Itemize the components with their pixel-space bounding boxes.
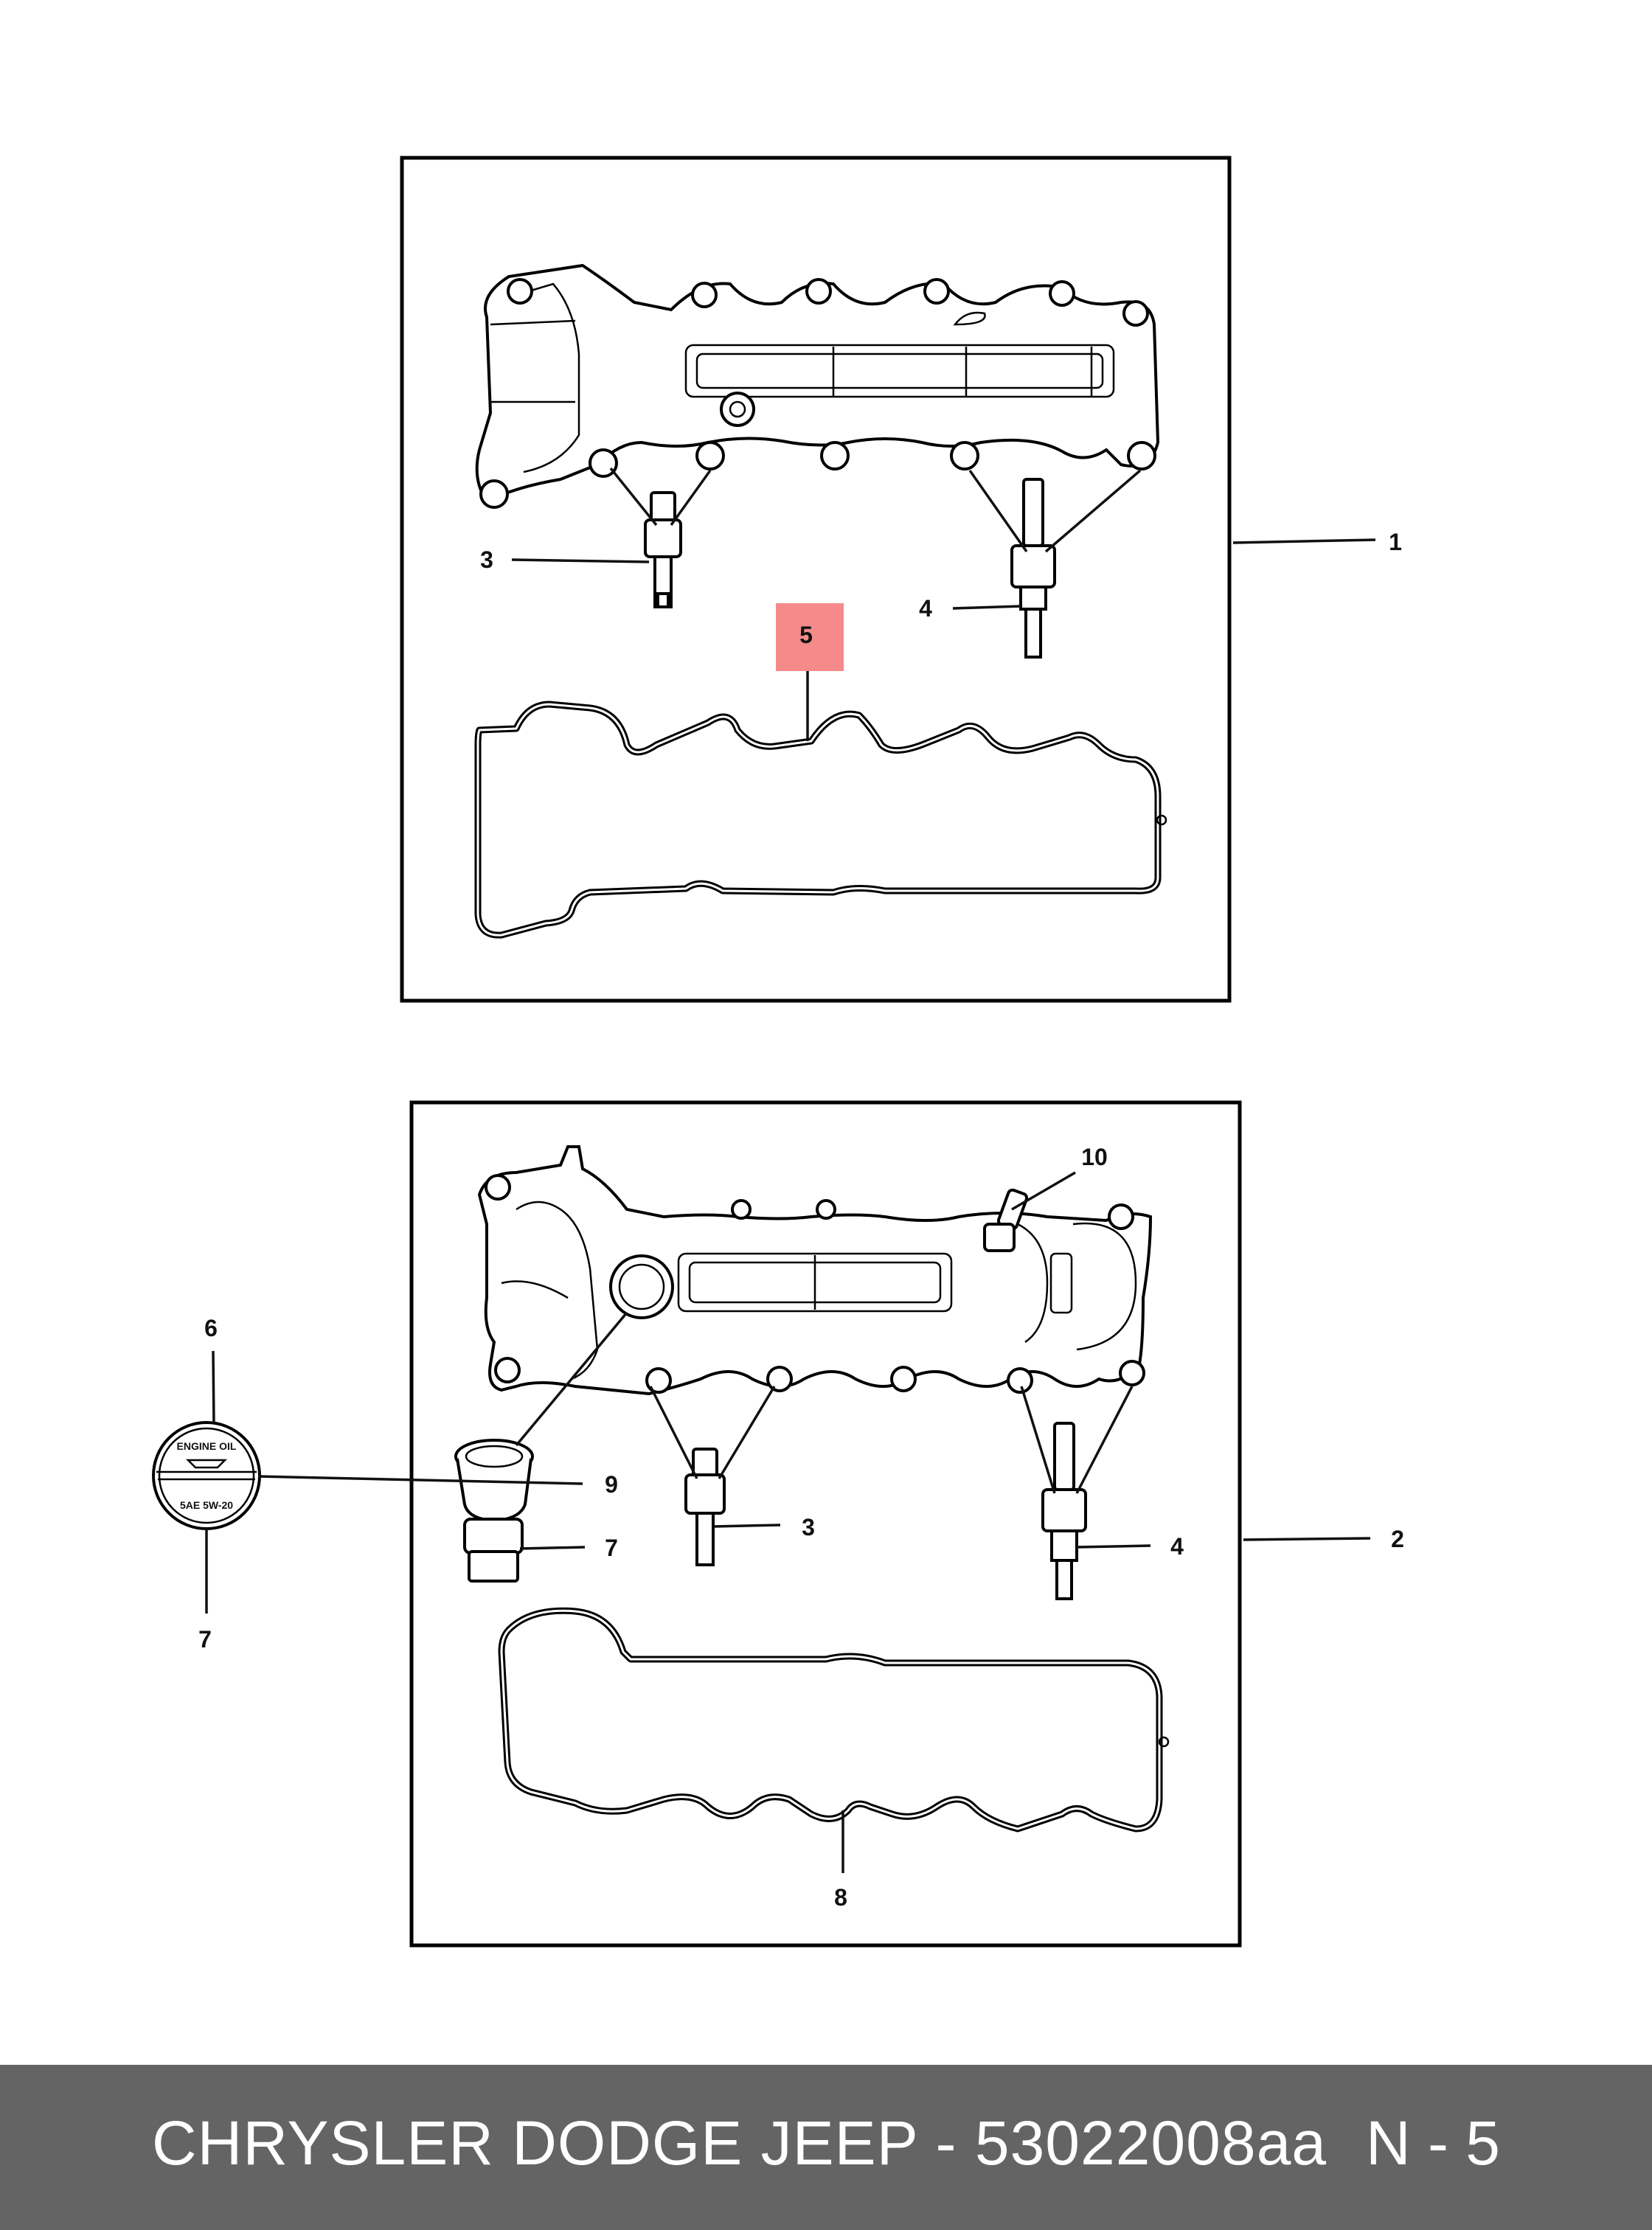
leader-6	[212, 1350, 215, 1424]
leader-9	[257, 1475, 583, 1485]
callout-7-cap: 7	[198, 1626, 212, 1653]
callout-7-tube: 7	[605, 1535, 618, 1561]
bottom-assembly-frame	[409, 1100, 1242, 1948]
oil-cap-6: ENGINE OIL 5AE 5W-20	[152, 1421, 261, 1530]
sensor-3-bottom	[684, 1448, 726, 1566]
leader-3b	[670, 469, 712, 527]
gasket-8	[498, 1607, 1170, 1833]
leader-3-top	[511, 558, 650, 563]
callout-8: 8	[834, 1884, 847, 1911]
leader-9b	[515, 1311, 628, 1447]
callout-10: 10	[1081, 1144, 1108, 1170]
callout-3-top: 3	[480, 546, 493, 573]
filler-tube-9	[454, 1439, 534, 1523]
footer-bar: CHRYSLER DODGE JEEP - 53022008aa N - 5	[0, 2065, 1652, 2230]
callout-3-bottom: 3	[802, 1514, 815, 1540]
callout-2: 2	[1391, 1526, 1404, 1552]
sensor-3-top	[644, 491, 682, 608]
footer-page-number: N - 5	[1366, 2108, 1501, 2178]
leader-4c	[1020, 1386, 1056, 1494]
leader-3c	[649, 1386, 698, 1479]
leader-4d	[1075, 1386, 1134, 1494]
callout-5: 5	[799, 622, 813, 648]
footer-title: CHRYSLER DODGE JEEP - 53022008aa	[152, 2108, 1328, 2178]
callout-6: 6	[204, 1315, 218, 1341]
leader-3-bottom	[713, 1524, 781, 1528]
callout-9: 9	[605, 1471, 618, 1498]
leader-3d	[718, 1386, 776, 1479]
callout-4-top: 4	[919, 595, 932, 622]
sensor-4-top	[1010, 478, 1056, 659]
leader-1	[1232, 538, 1376, 544]
top-assembly-frame	[400, 156, 1232, 1003]
leader-7-tube	[519, 1546, 586, 1550]
leader-4a	[968, 469, 1028, 553]
oil-cap-top-text: ENGINE OIL	[177, 1440, 237, 1452]
leader-4-bottom	[1076, 1544, 1151, 1549]
filler-tube-7	[463, 1518, 524, 1583]
highlight-callout-5	[776, 603, 844, 671]
leader-3a	[609, 467, 658, 527]
leader-4-top	[952, 605, 1022, 610]
leader-2	[1243, 1537, 1371, 1541]
callout-1: 1	[1389, 529, 1402, 555]
gasket-5	[474, 701, 1167, 939]
oil-cap-bottom-text: 5AE 5W-20	[180, 1499, 233, 1511]
parts-diagram: 1 3 4 5	[152, 156, 1404, 1948]
leader-4b	[1044, 469, 1142, 553]
sensor-4-bottom	[1041, 1422, 1087, 1600]
callout-4-bottom: 4	[1170, 1533, 1184, 1560]
valve-cover-bottom	[477, 1145, 1153, 1396]
leader-10	[1011, 1171, 1076, 1211]
valve-cover-top	[475, 263, 1160, 509]
